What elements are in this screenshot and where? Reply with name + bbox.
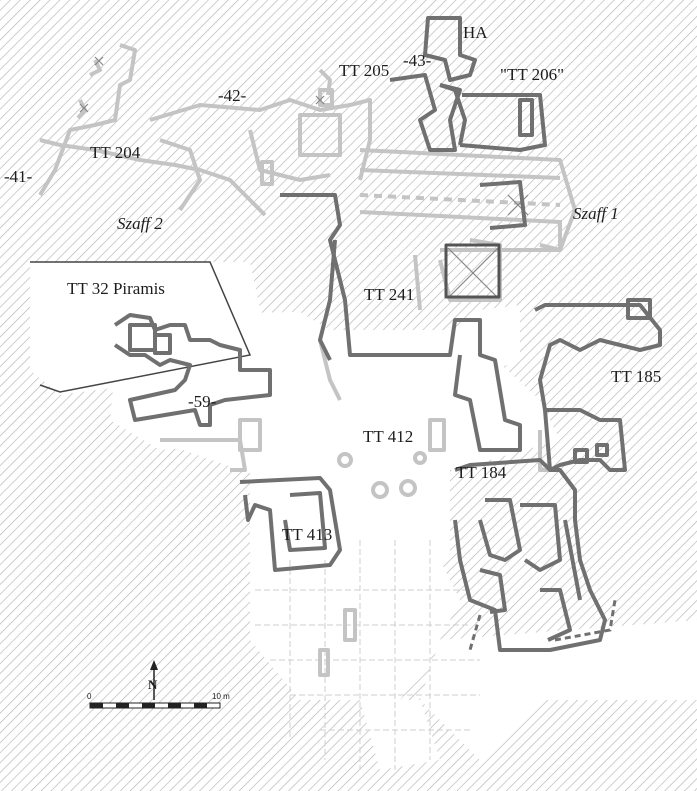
survey-grid [255,540,480,770]
label-tt413: TT 413 [282,525,333,544]
label-tt205: TT 205 [339,61,390,80]
north-label: N [148,677,158,692]
label-szaff2: Szaff 2 [117,214,163,233]
tt32-enclosure [30,261,252,393]
label-tt185: TT 185 [611,367,662,386]
scale-end-label: 10 m [212,692,230,701]
label-tt206: "TT 206" [500,65,565,84]
label-szaff1: Szaff 1 [573,204,619,223]
label-59: -59- [188,392,217,411]
label-tt412: TT 412 [363,427,414,446]
label-tt241: TT 241 [364,285,415,304]
label-42: -42- [218,86,247,105]
label-tt32: TT 32 Piramis [67,279,165,298]
label-tt204: TT 204 [90,143,141,162]
scale-bar [89,702,221,709]
scale-start-label: 0 [87,692,92,701]
label-43: -43- [403,51,432,70]
north-arrow-icon [150,660,158,700]
label-tt184: TT 184 [456,463,507,482]
dashed-walls [468,599,617,651]
label-ha: HA [463,23,488,42]
label-41: -41- [4,167,33,186]
main-walls [113,16,662,652]
marker-crosses [79,56,529,299]
